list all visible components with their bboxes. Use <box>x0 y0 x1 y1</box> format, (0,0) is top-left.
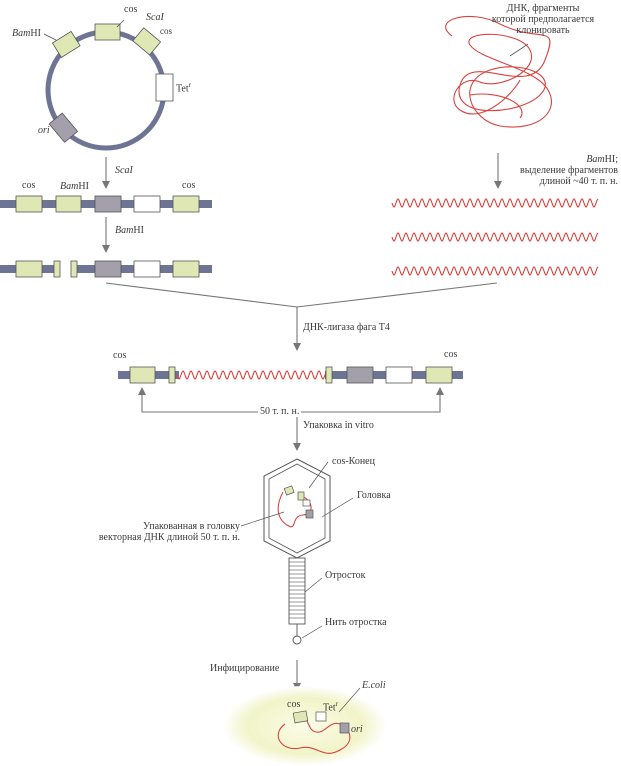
label-plasmid-tet: Tetr <box>176 81 191 95</box>
label-cos-end: cos-Конец <box>332 456 375 467</box>
bamhi-site-box <box>51 30 81 59</box>
phage-particle <box>240 458 354 645</box>
packaged-dna <box>277 491 312 528</box>
label-phage-head: Головка <box>357 490 391 501</box>
label-linear-bamhi: BamHI <box>60 181 89 192</box>
label-step-ligation: ДНК-лигаза фага Т4 <box>303 322 390 333</box>
genomic-fragments <box>391 198 599 276</box>
label-step-bamhi: BamHI <box>115 225 144 236</box>
label-step-scai: ScaI <box>115 165 133 176</box>
label-insert-length: 50 т. п. н. <box>258 406 302 417</box>
genomic-fragment-1 <box>391 198 599 208</box>
inserted-fragment <box>176 370 327 380</box>
label-ecoli-tet: Tetr <box>323 700 338 714</box>
linear-cosmid-bamhi <box>0 260 212 278</box>
ecoli-cell <box>223 686 387 766</box>
recombinant-cosmid <box>118 366 463 384</box>
label-plasmid-cos-top: cos <box>124 4 138 15</box>
cosmid-plasmid <box>43 19 174 151</box>
genomic-fragment-3 <box>391 266 599 276</box>
arrow-length-left <box>138 387 297 413</box>
label-plasmid-cos-right: cos <box>160 26 172 36</box>
label-step-genomic-bamhi: BamHI; выделение фрагментов длиной ~40 т… <box>519 154 618 187</box>
label-linear-cos-left: cos <box>22 180 36 191</box>
label-genomic-dna: ДНК, фрагменты которой предполагается кл… <box>491 3 595 36</box>
label-packaged-dna: Упакованная в головку векторная ДНК длин… <box>98 521 240 543</box>
label-step-packaging: Упаковка in vitro <box>303 420 374 431</box>
genomic-dna-tangle <box>445 15 553 128</box>
label-linear-cos-right: cos <box>182 180 196 191</box>
merge-lines <box>105 282 498 308</box>
label-ecoli: E.coli <box>362 680 386 691</box>
tet-gene-box <box>155 73 174 102</box>
label-step-infection: Инфицирование <box>210 663 280 674</box>
process-arrows <box>102 153 502 691</box>
cosmid-in-cell <box>277 715 351 754</box>
cos-site-box-right <box>132 27 162 56</box>
label-tail-fiber: Нить отростка <box>325 617 387 628</box>
phage-head-outer <box>263 458 331 559</box>
label-ecoli-cos: cos <box>287 699 301 710</box>
label-plasmid-bamhi: BamHI <box>12 28 41 39</box>
label-plasmid-scai: ScaI <box>146 12 164 23</box>
label-ecoli-ori: ori <box>351 724 363 735</box>
label-plasmid-ori: ori <box>38 125 50 136</box>
linear-cosmid-scai <box>0 195 212 213</box>
genomic-fragment-2 <box>391 232 599 242</box>
arrow-length-right <box>297 387 444 413</box>
cos-site-box-top <box>94 23 121 41</box>
ori-box <box>48 112 79 143</box>
label-recombinant-cos-left: cos <box>113 350 127 361</box>
label-phage-tail: Отросток <box>325 570 366 581</box>
label-recombinant-cos-right: cos <box>444 349 458 360</box>
